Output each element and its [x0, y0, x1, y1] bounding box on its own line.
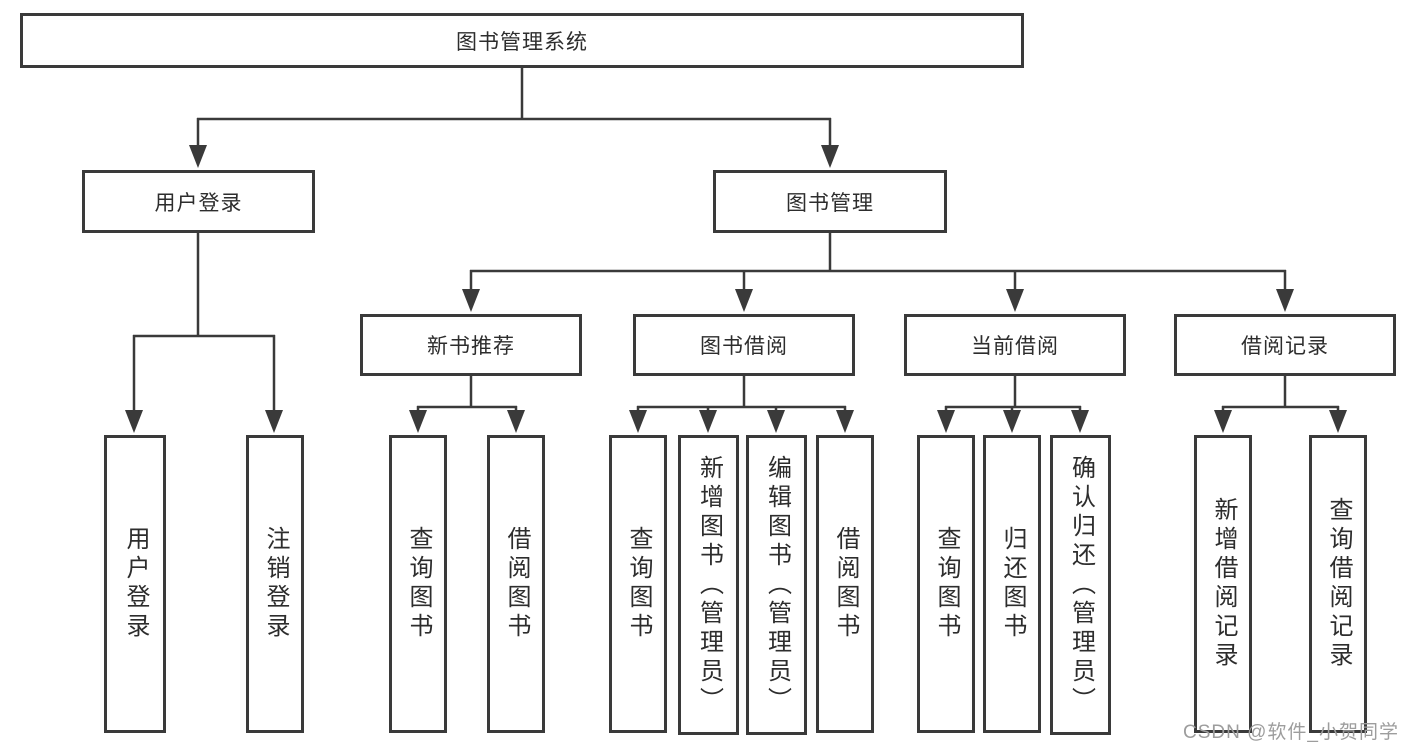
leaf-query-borrow-record-label: 查询借阅记录: [1325, 497, 1352, 671]
leaf-query-books-borrow-label: 查询图书: [625, 526, 652, 642]
leaf-query-borrow-record: 查询借阅记录: [1309, 435, 1367, 733]
leaf-return-book: 归还图书: [983, 435, 1041, 733]
node-user-login: 用户登录: [82, 170, 315, 233]
leaf-borrow-books-recommend-label: 借阅图书: [503, 526, 530, 642]
leaf-logout: 注销登录: [246, 435, 304, 733]
node-root-label: 图书管理系统: [456, 30, 588, 54]
leaf-borrow-books-recommend: 借阅图书: [487, 435, 545, 733]
node-new-book-recommend-label: 新书推荐: [427, 335, 515, 358]
leaf-add-borrow-record: 新增借阅记录: [1194, 435, 1252, 733]
leaf-edit-book-admin: 编辑图书（管理员）: [746, 435, 807, 735]
leaf-query-books-current-label: 查询图书: [933, 526, 960, 642]
node-borrow-records-label: 借阅记录: [1241, 335, 1329, 358]
node-current-borrow-label: 当前借阅: [971, 335, 1059, 358]
leaf-add-book-admin: 新增图书（管理员）: [678, 435, 739, 735]
watermark: CSDN @软件_小贺同学: [1183, 722, 1399, 743]
node-book-management-label: 图书管理: [786, 191, 874, 215]
node-book-borrow-label: 图书借阅: [700, 335, 788, 358]
leaf-confirm-return-admin: 确认归还（管理员）: [1050, 435, 1111, 735]
leaf-query-books-recommend-label: 查询图书: [405, 526, 432, 642]
leaf-confirm-return-admin-label: 确认归还（管理员）: [1067, 454, 1095, 716]
leaf-user-login: 用户登录: [104, 435, 166, 733]
leaf-edit-book-admin-label: 编辑图书（管理员）: [763, 454, 791, 716]
leaf-query-books-recommend: 查询图书: [389, 435, 447, 733]
node-user-login-label: 用户登录: [154, 191, 243, 215]
leaf-add-book-admin-label: 新增图书（管理员）: [695, 454, 723, 716]
leaf-borrow-book-label: 借阅图书: [832, 526, 859, 642]
node-new-book-recommend: 新书推荐: [360, 314, 582, 376]
node-borrow-records: 借阅记录: [1174, 314, 1396, 376]
node-book-borrow: 图书借阅: [633, 314, 855, 376]
leaf-query-books-borrow: 查询图书: [609, 435, 667, 733]
leaf-query-books-current: 查询图书: [917, 435, 975, 733]
node-root: 图书管理系统: [20, 13, 1024, 68]
leaf-return-book-label: 归还图书: [999, 526, 1026, 642]
leaf-add-borrow-record-label: 新增借阅记录: [1210, 497, 1237, 671]
leaf-user-login-label: 用户登录: [122, 526, 149, 642]
node-book-management: 图书管理: [713, 170, 947, 233]
leaf-borrow-book: 借阅图书: [816, 435, 874, 733]
leaf-logout-label: 注销登录: [262, 526, 289, 642]
node-current-borrow: 当前借阅: [904, 314, 1126, 376]
